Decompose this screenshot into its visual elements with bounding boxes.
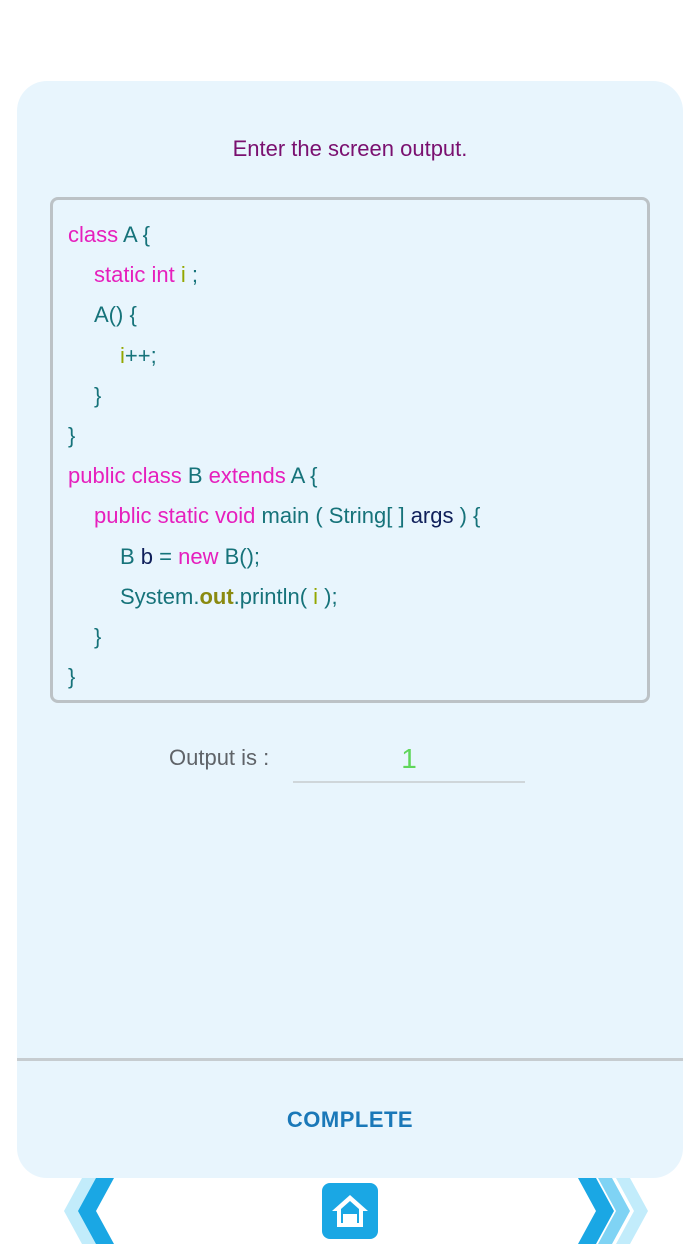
code-block: class A { static int i ; A() { i++; } } … [50,197,650,703]
code-token: ) { [453,503,481,529]
code-line-6: } [68,416,647,456]
code-token: i [180,262,186,288]
instruction-text: Enter the screen output. [232,136,468,161]
code-token: class [68,222,124,247]
home-button[interactable] [322,1183,378,1239]
code-token: A { [123,222,150,247]
home-icon [332,1195,368,1227]
code-token: A { [290,463,318,489]
code-line-5: } [68,376,647,416]
code-token: b [140,543,154,569]
code-line-4: i++; [68,336,647,376]
code-token: .println( [233,583,314,609]
output-input[interactable]: 1 [293,737,525,783]
code-line-11: } [68,617,647,657]
code-token: public static void [94,503,262,529]
code-token: ; [185,262,198,288]
code-line-7: public class B extends A { [68,456,647,496]
code-token: B(); [224,543,261,569]
output-label: Output is : [169,745,270,770]
code-token: out [199,583,234,609]
code-token: = [153,543,179,569]
code-token: } [68,422,76,448]
output-row: Output is : 1 [17,737,683,787]
code-line-2: static int i ; [68,255,647,295]
code-token: } [68,664,76,690]
code-line-9: B b = new B(); [68,537,647,577]
code-token: i [313,583,319,609]
code-token: A() { [94,302,137,328]
code-token: } [94,382,102,408]
code-line-12: } [68,657,647,697]
code-token: extends [208,463,291,489]
next-button[interactable] [576,1178,652,1244]
code-token: public class [68,463,188,489]
code-token: System. [120,583,200,609]
code-line-10: System.out.println( i ); [68,577,647,617]
code-token: B [187,463,209,489]
code-token: B [120,543,141,569]
code-token: ); [318,583,338,609]
chevron-right-icon [578,1178,648,1244]
complete-button[interactable]: COMPLETE [286,1106,414,1132]
chevron-left-icon [64,1178,114,1244]
code-line-1: class A { [68,215,647,255]
previous-button[interactable] [60,1178,116,1244]
code-token: i [120,342,125,368]
code-token: static int [94,262,181,288]
code-token: } [94,623,102,649]
code-line-8: public static void main ( String[ ] args… [68,496,647,536]
code-token: new [178,543,225,569]
question-card: Enter the screen output. class A { stati… [17,81,683,1178]
code-token: ++; [124,342,157,368]
code-token: main ( String[ ] [261,503,411,529]
code-line-3: A() { [68,295,647,335]
divider [17,1058,683,1061]
code-token: args [410,503,454,529]
